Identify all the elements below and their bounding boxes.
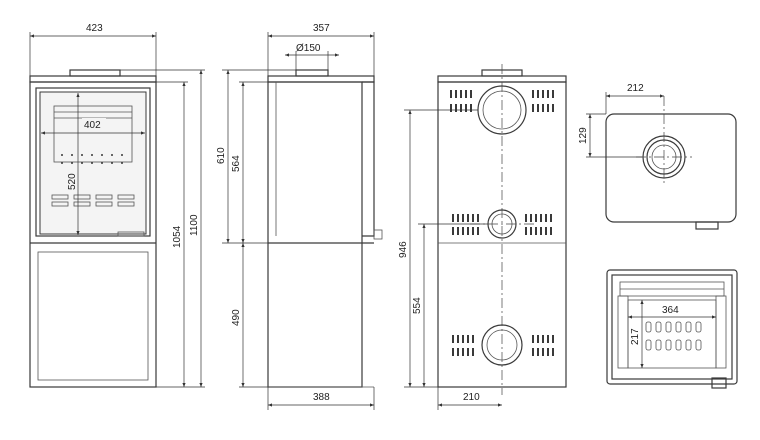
base-left-wall <box>617 295 629 369</box>
dim-label-height-a: 610 <box>216 147 227 164</box>
dim-label-flue-diameter: Ø150 <box>296 43 321 54</box>
dim-label-inner-height: 520 <box>67 173 78 190</box>
base-view: 364 217 <box>606 269 738 389</box>
dim-label-height-b: 564 <box>231 155 242 172</box>
side-flue-collar <box>295 69 329 77</box>
top-rear-tab <box>695 221 719 230</box>
base-right-wall <box>715 295 727 369</box>
front-view: 423 402 520 1054 1100 <box>29 23 205 388</box>
top-view: 212 129 <box>578 83 737 230</box>
airwash-dots <box>61 154 123 164</box>
front-flue-collar <box>69 69 121 77</box>
dim-label-rear-flue-offset: 210 <box>463 392 480 403</box>
dim-label-top-flue-y: 129 <box>578 127 589 144</box>
dim-label-rear-height: 946 <box>398 241 409 258</box>
side-view: 357 Ø150 610 564 490 388 <box>216 23 383 410</box>
side-body <box>267 81 363 388</box>
label-backing <box>660 304 684 315</box>
dim-label-front-width: 423 <box>86 23 103 34</box>
dim-label-base-height: 217 <box>630 328 641 345</box>
top-outline <box>605 113 737 223</box>
rear-vent-slots <box>450 90 554 356</box>
side-top-plate <box>267 75 375 83</box>
front-top-plate <box>29 75 157 83</box>
base-firebox <box>627 299 717 369</box>
dim-label-rear-height-low: 554 <box>412 297 423 314</box>
dim-label-top-flue-x: 212 <box>627 83 644 94</box>
side-door-profile <box>362 81 375 237</box>
label-backing <box>82 118 106 130</box>
dim-label-depth-bottom: 388 <box>313 392 330 403</box>
front-body <box>29 81 157 388</box>
base-front-tab <box>711 377 727 389</box>
door-handle <box>117 231 145 237</box>
base-grate-slots <box>645 321 702 351</box>
side-handle <box>373 229 383 240</box>
label-backing <box>66 164 76 190</box>
rear-outlet-bottom-inner <box>486 329 518 361</box>
base-outline <box>606 269 738 385</box>
front-lower-panel <box>37 251 149 381</box>
rear-outlet-top-inner <box>482 90 522 130</box>
rear-outlet-bottom <box>481 324 523 366</box>
dim-label-total-height-b: 1100 <box>189 214 200 236</box>
base-inner-outline <box>611 274 733 380</box>
label-backing <box>630 325 640 345</box>
dim-label-height-c: 490 <box>231 309 242 326</box>
rear-view: 946 554 210 <box>398 64 567 410</box>
grate-bars <box>51 194 135 207</box>
front-door <box>35 87 151 237</box>
dim-label-inner-width: 402 <box>84 120 101 131</box>
dim-label-base-width: 364 <box>662 305 679 316</box>
dim-label-total-height-a: 1054 <box>172 225 183 248</box>
dim-label-depth-top: 357 <box>313 23 330 34</box>
